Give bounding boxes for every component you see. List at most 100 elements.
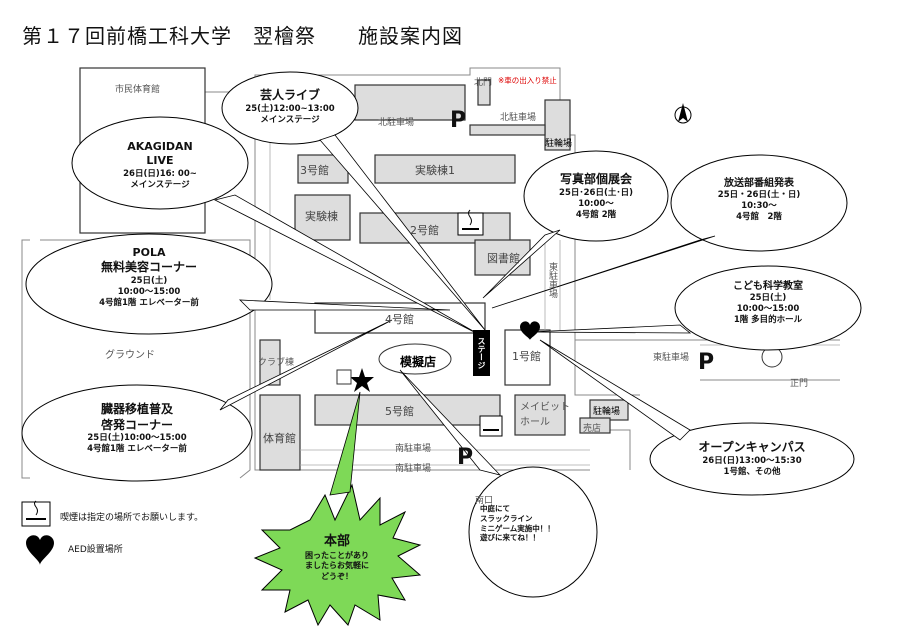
broadcast-place: 4号館 2階 xyxy=(736,212,782,223)
photo-text: 写真部個展会 25日･26日(土･日) 10:00～ 4号館 2階 xyxy=(541,172,651,221)
slackline-line-2: スラックライン xyxy=(480,513,533,523)
kita-parking-label-2: 北駐車場 xyxy=(500,113,537,123)
parking-icon: P xyxy=(457,445,474,470)
honbu-line-2: ましたらお気軽に xyxy=(305,561,369,571)
pola-title-2: 無料美容コーナー xyxy=(100,260,197,275)
bldg2-label: 2号館 xyxy=(410,224,439,237)
parking-icon: P xyxy=(698,350,715,375)
geinin-text: 芸人ライブ 25(土)12:00~13:00 メインステージ xyxy=(235,88,345,126)
legend-smoking-icon xyxy=(21,500,51,527)
kitamon-label: 北門 xyxy=(474,78,493,88)
akagidan-text: AKAGIDAN LIVE 26日(日)16: 00~ メインステージ xyxy=(95,140,225,191)
photo-place: 4号館 2階 xyxy=(575,209,617,220)
mogiten-label: 模擬店 xyxy=(400,355,437,369)
slackline-line-4: 遊びに来てね！！ xyxy=(480,533,540,543)
open-time: 26日(日)13:00～15:30 xyxy=(702,455,802,466)
organ-text: 臓器移植普及 啓発コーナー 25日(土)10:00～15:00 4号館1階 エレ… xyxy=(52,402,222,455)
pola-date: 25日(土) xyxy=(130,275,168,286)
organ-title-2: 啓発コーナー xyxy=(100,417,173,432)
aed-heart-icon xyxy=(520,321,540,340)
photo-time: 10:00～ xyxy=(578,198,614,209)
seimon-label: 正門 xyxy=(790,379,809,389)
organ-place: 4号館1階 エレベーター前 xyxy=(87,444,187,455)
akagidan-bubble xyxy=(71,116,249,210)
akagidan-title-2: LIVE xyxy=(146,154,174,168)
honbu-starburst xyxy=(253,483,422,627)
photo-date: 25日･26日(土･日) xyxy=(559,187,633,198)
kids-text: こども科学教室 25日(土) 10:00～15:00 1階 多目的ホール xyxy=(703,280,833,326)
organ-time: 25日(土)10:00～15:00 xyxy=(87,433,187,444)
higashi-parking-label-2: 東駐車場 xyxy=(547,262,557,298)
nanmon-label: 南口 xyxy=(475,496,494,506)
slackline-bubble xyxy=(468,466,598,598)
legend-aed-text: AED設置場所 xyxy=(68,545,123,555)
jikken-label: 実験棟 xyxy=(305,210,338,223)
page-title: 第１７回前橋工科大学 翌檜祭 施設案内図 xyxy=(22,24,463,48)
no-car-notice: ※車の出入り禁止 xyxy=(498,76,557,85)
legend-aed-heart-icon xyxy=(26,535,54,565)
slackline-text: 中庭にて スラックライン ミニゲーム実施中！！ 遊びに来てね！！ xyxy=(480,504,590,543)
bldg1-label: 1号館 xyxy=(512,350,541,363)
kids-place: 1階 多目的ホール xyxy=(733,315,803,326)
akagidan-time: 26日(日)16: 00~ xyxy=(123,168,197,179)
akagidan-title-1: AKAGIDAN xyxy=(127,140,193,153)
kids-date: 25日(土) xyxy=(749,293,787,303)
geinin-time: 25(土)12:00~13:00 xyxy=(245,103,335,114)
photo-bubble xyxy=(523,150,669,242)
broadcast-text: 放送部番組発表 25日・26日(土・日) 10:30～ 4号館 2階 xyxy=(704,177,814,223)
maybit-label: メイビット ホール xyxy=(520,402,570,428)
open-place: 1号館、その他 xyxy=(723,466,781,477)
broadcast-title: 放送部番組発表 xyxy=(724,178,794,189)
slackline-line-1: 中庭にて xyxy=(480,504,510,513)
stage-label: ステージ xyxy=(473,330,490,376)
geinin-place: メインステージ xyxy=(260,114,320,125)
shimin-gym-label: 市民体育館 xyxy=(115,85,161,95)
north-arrow-icon xyxy=(674,103,692,124)
pola-time: 10:00～15:00 xyxy=(117,286,181,297)
open-text: オープンキャンパス 26日(日)13:00～15:30 1号館、その他 xyxy=(672,440,832,478)
broadcast-bubble xyxy=(670,154,848,252)
honbu-line-3: どうぞ！ xyxy=(321,571,353,581)
parking-icon: P xyxy=(450,108,467,133)
slackline-line-3: ミニゲーム実施中！！ xyxy=(480,523,555,533)
geinin-bubble xyxy=(221,71,359,145)
organ-bubble xyxy=(21,384,253,482)
pola-text: POLA 無料美容コーナー 25日(土) 10:00～15:00 4号館1階 エ… xyxy=(54,246,244,309)
smoking-area-icon xyxy=(457,209,484,236)
club-label: クラブ棟 xyxy=(258,358,295,368)
organ-title-1: 臓器移植普及 xyxy=(100,402,173,416)
shop-label: 売店 xyxy=(583,424,602,434)
library-label: 図書館 xyxy=(487,252,520,265)
ground-label: グラウンド xyxy=(105,350,155,361)
bike-label-2: 駐輪場 xyxy=(545,139,573,149)
kids-title: こども科学教室 xyxy=(733,281,803,292)
jikken1-label: 実験棟1 xyxy=(415,164,455,177)
mogiten-oval xyxy=(378,343,452,375)
kita-parking-label: 北駐車場 xyxy=(378,118,415,128)
bldg5-label: 5号館 xyxy=(385,405,414,418)
open-bubble xyxy=(649,422,855,496)
honbu-text: 本部 困ったことがあり ましたらお気軽に どうぞ！ xyxy=(287,534,387,582)
pola-title-1: POLA xyxy=(132,246,166,259)
pola-bubble xyxy=(25,233,273,335)
pola-place: 4号館1階 エレベーター前 xyxy=(99,297,199,308)
minami-parking-label-2: 南駐車場 xyxy=(395,464,432,474)
open-title: オープンキャンパス xyxy=(698,440,806,454)
kids-bubble xyxy=(674,265,862,351)
gym-label: 体育館 xyxy=(263,432,296,445)
bike-label: 駐輪場 xyxy=(593,407,621,417)
legend-smoking-text: 喫煙は指定の場所でお願いします。 xyxy=(60,513,204,523)
honbu-line-1: 困ったことがあり xyxy=(305,550,369,560)
akagidan-place: メインステージ xyxy=(130,179,190,190)
higashi-parking-label: 東駐車場 xyxy=(653,353,690,363)
broadcast-time: 10:30～ xyxy=(741,201,777,212)
smoking-area-icon xyxy=(479,415,503,437)
broadcast-date: 25日・26日(土・日) xyxy=(717,190,801,200)
minami-parking-label: 南駐車場 xyxy=(395,444,432,454)
bldg4-label: 4号館 xyxy=(385,313,414,326)
honbu-title: 本部 xyxy=(323,534,350,549)
kids-time: 10:00～15:00 xyxy=(736,304,800,315)
geinin-title: 芸人ライブ xyxy=(259,88,320,102)
photo-title: 写真部個展会 xyxy=(559,172,632,186)
